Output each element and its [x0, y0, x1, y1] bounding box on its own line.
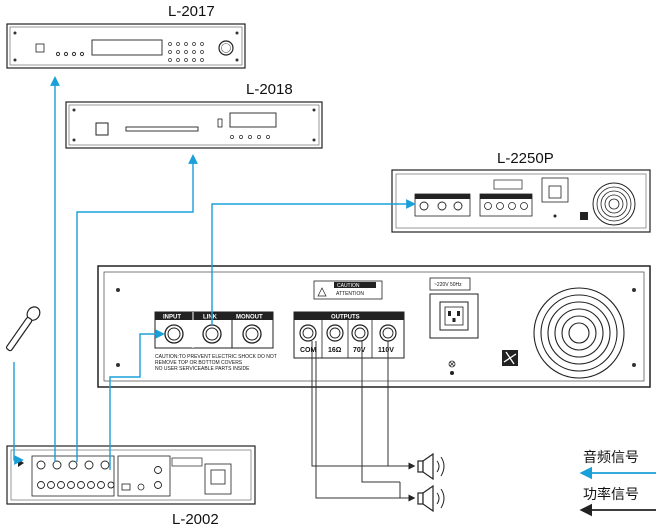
l2018-chassis — [65, 101, 323, 149]
audio-signal-wires — [13, 76, 416, 470]
l2250p-label: L-2250P — [497, 150, 554, 167]
warning-line-1: CAUTION:TO PREVENT ELECTRIC SHOCK DO NOT — [155, 354, 277, 360]
output-terminal-70v — [351, 324, 369, 342]
device-l2018: L-2018 — [65, 81, 323, 149]
cd-slot — [125, 126, 199, 132]
l2017-label: L-2017 — [168, 3, 215, 20]
caution-title: CAUTION — [337, 283, 360, 289]
device-l2250p: L-2250P — [391, 150, 651, 233]
wire-amp-link-to-l2250p — [211, 199, 416, 325]
power-inlet — [429, 293, 479, 339]
ground-screw — [448, 360, 456, 368]
l2017-chassis — [6, 23, 246, 69]
speaker-1-icon — [417, 452, 445, 481]
input-label: INPUT — [163, 315, 181, 321]
wire-70v-to-speaker-2 — [361, 341, 400, 483]
l2018-label: L-2018 — [246, 81, 293, 98]
output-port-com: COM — [300, 347, 317, 354]
wire-com-to-speaker-2 — [315, 341, 416, 502]
wire-l2002-to-amp-input — [109, 329, 165, 470]
l2250p-chassis — [391, 169, 651, 233]
wire-com-to-speaker-1 — [311, 341, 416, 470]
link-label: LINK — [203, 315, 218, 321]
input-jack — [164, 324, 184, 344]
device-l2002: L-2002 — [6, 445, 256, 528]
power-socket — [541, 177, 569, 203]
output-port-110v: 110V — [378, 347, 394, 354]
l2002-label: L-2002 — [172, 511, 219, 528]
display-window — [229, 112, 277, 128]
power-spec-label: ~220V 50Hz — [434, 282, 462, 288]
output-terminal-com — [299, 324, 317, 342]
power-socket — [204, 463, 232, 495]
monout-jack — [242, 324, 262, 344]
l2002-chassis — [6, 445, 256, 505]
fan-grille — [592, 182, 636, 226]
display-window — [91, 39, 163, 56]
speaker-2-icon — [417, 484, 445, 513]
legend: 音频信号 功率信号 — [579, 449, 656, 517]
monout-label: MONOUT — [236, 315, 263, 321]
device-l2017: L-2017 — [6, 3, 246, 69]
output-terminal-16 — [326, 324, 344, 342]
caution-label — [313, 280, 383, 300]
power-button — [95, 122, 109, 136]
power-button — [35, 43, 45, 53]
fan-icon — [580, 212, 588, 220]
volume-knob — [218, 40, 234, 56]
microphone-icon — [5, 306, 41, 352]
output-port-16: 16Ω — [328, 347, 342, 354]
power-signal-wires — [311, 341, 416, 502]
wire-l2002-to-l2018 — [76, 154, 198, 462]
legend-audio-label: 音频信号 — [583, 449, 639, 465]
wire-110v-to-speaker-1 — [387, 341, 414, 467]
warning-line-3: NO USER SERVICEABLE PARTS INSIDE — [155, 366, 250, 372]
legend-power-label: 功率信号 — [583, 486, 639, 502]
main-amplifier-rear-panel: INPUT LINK MONOUT CAUTION:TO PREVENT ELE… — [97, 265, 651, 388]
outputs-label: OUTPUTS — [331, 315, 360, 321]
wire-mic-to-l2002 — [13, 362, 24, 465]
attention-label: ATTENTION — [336, 291, 364, 297]
warning-line-2: REMOVE TOP OR BOTTOM COVERS — [155, 360, 243, 366]
fan-grille — [533, 287, 625, 379]
output-port-70v: 70V — [353, 347, 366, 354]
input-jack-panel — [31, 455, 115, 497]
